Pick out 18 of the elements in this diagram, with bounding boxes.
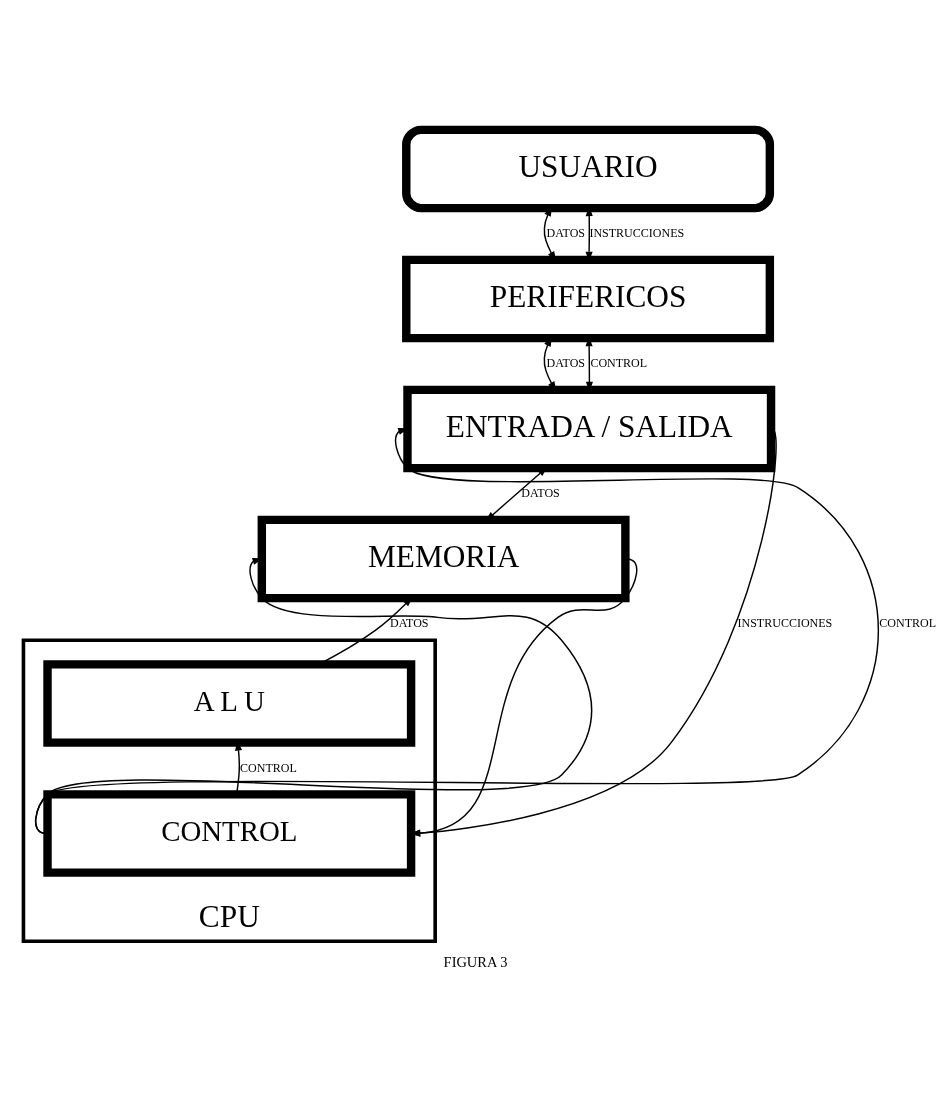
edge-label: DATOS: [389, 616, 429, 631]
edge-label: INSTRUCCIONES: [736, 616, 832, 631]
node-box: USUARIO: [401, 125, 774, 213]
edge-label: DATOS: [546, 356, 585, 370]
node-box: CONTROL: [42, 790, 415, 877]
arrow: [34, 427, 879, 835]
edge-label: DATOS: [520, 486, 560, 501]
node-box: ENTRADA / SALIDA: [402, 385, 775, 473]
node-box: PERIFERICOS: [401, 255, 774, 343]
node-box: MEMORIA: [257, 515, 630, 603]
edge-label: INSTRUCCIONES: [588, 225, 684, 240]
edge-label: CONTROL: [589, 356, 647, 370]
edge-label: DATOS: [546, 225, 585, 240]
edge-label: CONTROL: [239, 760, 297, 775]
node-box: A L U: [42, 660, 415, 747]
arrow: [34, 557, 592, 835]
caption: FIGURA 3: [443, 954, 507, 971]
edge-label: CONTROL: [878, 616, 936, 631]
